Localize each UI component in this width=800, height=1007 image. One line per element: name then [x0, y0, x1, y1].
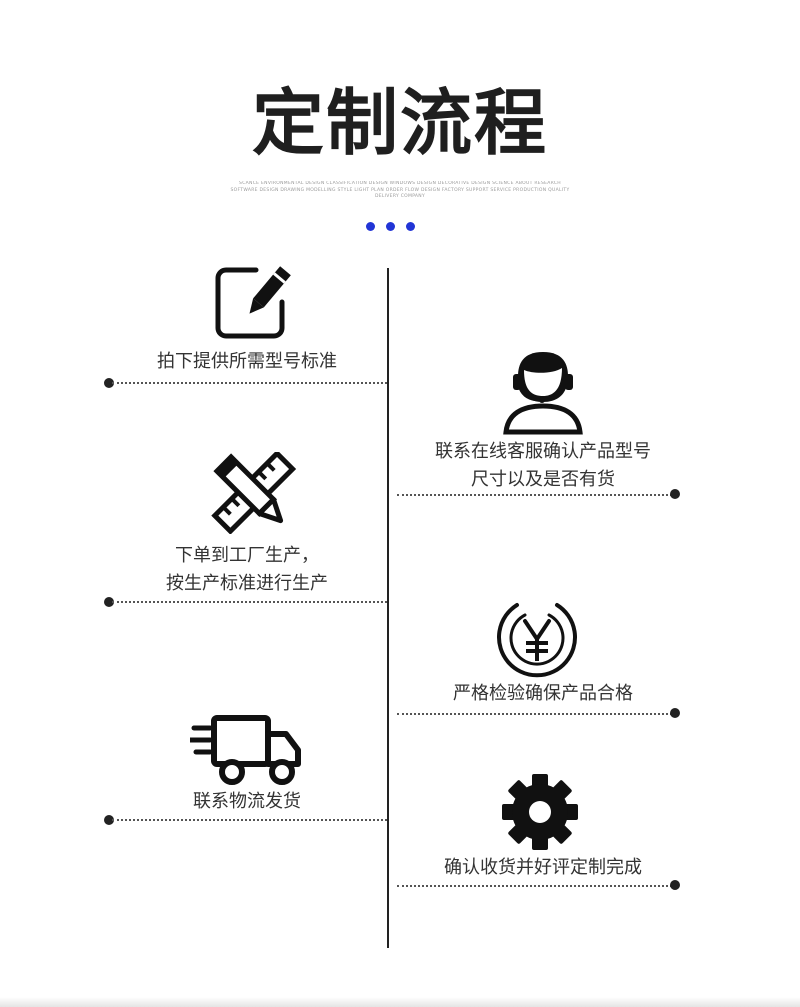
- timeline-bullet: [670, 880, 680, 890]
- timeline-bullet: [104, 597, 114, 607]
- timeline-bullet: [104, 378, 114, 388]
- customer-service-icon: [498, 346, 588, 436]
- step-4-line-1: 严格检验确保产品合格: [453, 683, 633, 704]
- step-1-line-1: 拍下提供所需型号标准: [157, 351, 337, 372]
- timeline-connector: [112, 819, 387, 821]
- timeline-line: [387, 268, 389, 948]
- dot: [406, 222, 415, 231]
- step-5-label: 联系物流发货: [132, 788, 362, 816]
- page-subtitle: SCANCE ENVIRONMENTAL DESIGN CLASSIFICATI…: [230, 181, 570, 199]
- step-2-label: 联系在线客服确认产品型号 尺寸以及是否有货: [418, 438, 668, 494]
- dot: [366, 222, 375, 231]
- timeline-connector: [112, 601, 387, 603]
- step-6-label: 确认收货并好评定制完成: [418, 854, 668, 882]
- step-2-line-2: 尺寸以及是否有货: [471, 469, 615, 490]
- gear-icon: [500, 772, 580, 852]
- timeline-bullet: [670, 489, 680, 499]
- timeline-connector: [397, 713, 672, 715]
- timeline-connector: [397, 494, 672, 496]
- dot: [386, 222, 395, 231]
- step-3-line-2: 按生产标准进行生产: [166, 573, 328, 594]
- step-5-line-1: 联系物流发货: [193, 791, 301, 812]
- bottom-shadow: [0, 997, 800, 1007]
- step-3-label: 下单到工厂生产， 按生产标准进行生产: [132, 542, 362, 598]
- step-2-line-1: 联系在线客服确认产品型号: [435, 441, 651, 462]
- timeline-connector: [112, 382, 387, 384]
- step-3-line-1: 下单到工厂生产，: [175, 545, 319, 566]
- page-title: 定制流程: [251, 81, 548, 165]
- ruler-pencil-icon: [208, 449, 298, 535]
- timeline-bullet: [104, 815, 114, 825]
- yuan-icon: [495, 595, 579, 679]
- step-4-label: 严格检验确保产品合格: [418, 680, 668, 708]
- timeline-connector: [397, 885, 672, 887]
- truck-icon: [187, 712, 305, 787]
- timeline-bullet: [670, 708, 680, 718]
- step-6-line-1: 确认收货并好评定制完成: [444, 857, 642, 878]
- step-1-label: 拍下提供所需型号标准: [132, 348, 362, 376]
- title-dots: [362, 222, 442, 234]
- edit-icon: [212, 262, 292, 342]
